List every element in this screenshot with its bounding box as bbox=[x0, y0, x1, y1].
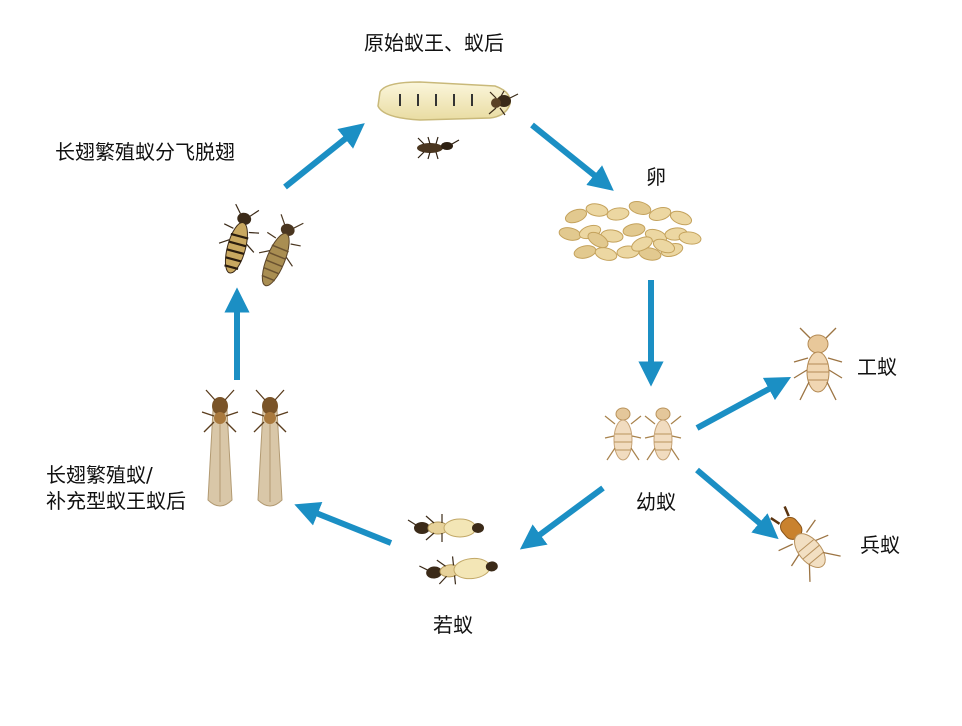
dealate-termite-icon bbox=[212, 203, 309, 293]
egg bbox=[628, 199, 652, 216]
egg bbox=[622, 222, 646, 238]
egg bbox=[558, 226, 582, 242]
cycle-arrows bbox=[237, 125, 780, 543]
arrow-nymph-to-alate bbox=[306, 509, 391, 543]
arrow-swarm-to-queen bbox=[285, 131, 355, 187]
label-larva: 幼蚁 bbox=[636, 489, 676, 515]
label-alate-line2: 补充型蚁王蚁后 bbox=[46, 488, 186, 514]
egg bbox=[594, 246, 618, 263]
egg bbox=[585, 202, 609, 218]
arrow-larva-to-soldier bbox=[697, 470, 769, 531]
arrow-queen-to-egg bbox=[532, 125, 604, 183]
label-alate-line1: 长翅繁殖蚁/ bbox=[46, 462, 186, 488]
worker-termite-icon bbox=[794, 328, 842, 400]
king-termite-icon bbox=[417, 137, 459, 159]
winged-alate-icon bbox=[202, 390, 288, 506]
egg-cluster-icon bbox=[558, 199, 702, 262]
egg bbox=[669, 209, 694, 228]
label-nymph: 若蚁 bbox=[433, 612, 473, 638]
label-egg: 卵 bbox=[646, 164, 666, 190]
larva-termite-icon bbox=[605, 408, 681, 460]
arrow-larva-to-worker bbox=[697, 383, 780, 428]
egg bbox=[573, 244, 597, 260]
label-swarming: 长翅繁殖蚁分飞脱翅 bbox=[55, 139, 235, 165]
label-alate: 长翅繁殖蚁/ 补充型蚁王蚁后 bbox=[46, 462, 186, 514]
egg bbox=[678, 231, 701, 246]
nymph-termite-icon bbox=[408, 514, 499, 588]
label-soldier: 兵蚁 bbox=[860, 532, 900, 558]
arrow-larva-to-nymph bbox=[530, 488, 603, 542]
label-queen-king: 原始蚁王、蚁后 bbox=[364, 30, 504, 56]
soldier-termite-icon bbox=[759, 497, 843, 585]
egg bbox=[648, 205, 672, 222]
egg bbox=[564, 207, 589, 226]
queen-termite-icon bbox=[378, 82, 518, 120]
egg bbox=[606, 207, 629, 222]
label-worker: 工蚁 bbox=[857, 354, 897, 380]
